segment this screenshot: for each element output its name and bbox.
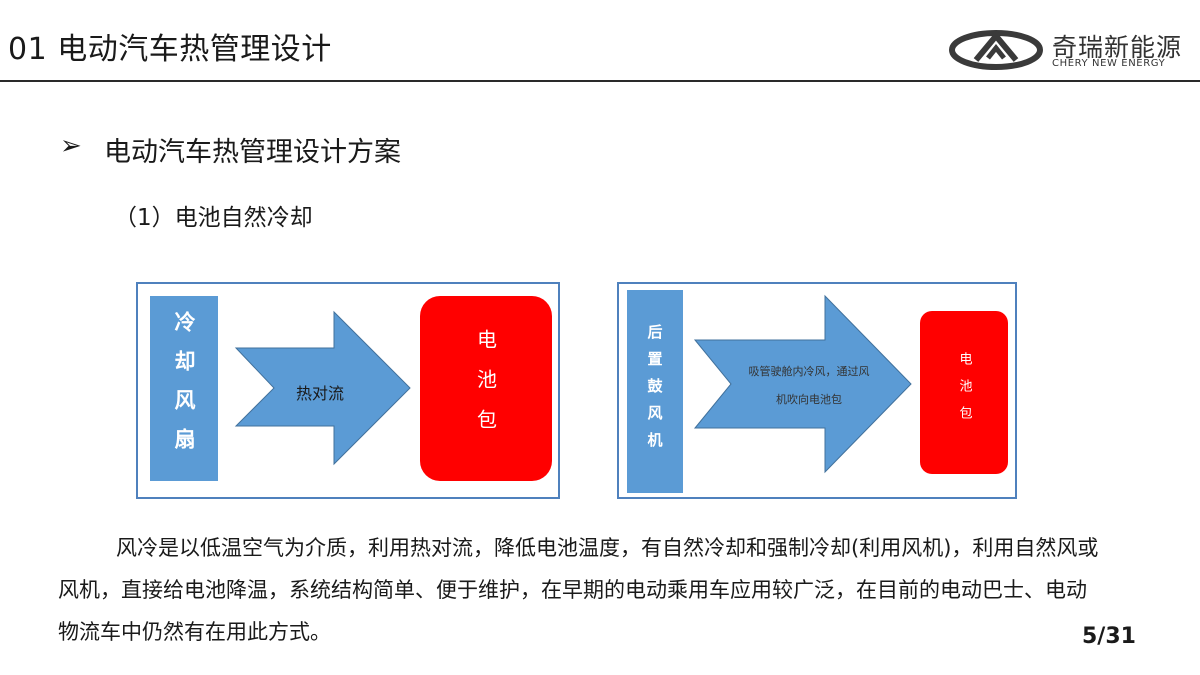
logo-chinese-text: 奇瑞新能源: [1052, 33, 1183, 62]
arrow-icon: [693, 294, 912, 474]
bullet-arrow-icon: ➢: [60, 131, 82, 161]
rear-blower-box: 后置鼓风机: [627, 290, 683, 493]
battery-pack-box: 电池包: [420, 296, 552, 481]
header-title: 01 电动汽车热管理设计: [8, 32, 332, 67]
section-heading: 电动汽车热管理设计方案: [104, 137, 401, 168]
company-logo: 奇瑞新能源 CHERY NEW ENERGY: [948, 28, 1188, 72]
heat-convection-label: 热对流: [296, 384, 345, 403]
page-number: 5/31: [1082, 624, 1136, 649]
header-divider: [0, 80, 1200, 82]
section-subheading: （1）电池自然冷却: [114, 205, 313, 231]
diagram-natural-cooling: 冷却风扇 热对流 电池包: [136, 282, 560, 499]
body-paragraph: 风冷是以低温空气为介质，利用热对流，降低电池温度，有自然冷却和强制冷却(利用风机…: [58, 536, 1099, 644]
cabin-air-label: 吸管驶舱内冷风，通过风机吹向电池包: [748, 365, 870, 406]
cooling-fan-box: 冷却风扇: [150, 296, 218, 481]
arrow-icon: [234, 310, 411, 466]
diagram-forced-cooling: 后置鼓风机 吸管驶舱内冷风，通过风机吹向电池包 电池包: [617, 282, 1017, 499]
chery-logo-icon: [949, 30, 1043, 70]
logo-english-text: CHERY NEW ENERGY: [1052, 58, 1166, 69]
battery-pack-box: 电池包: [920, 311, 1008, 474]
